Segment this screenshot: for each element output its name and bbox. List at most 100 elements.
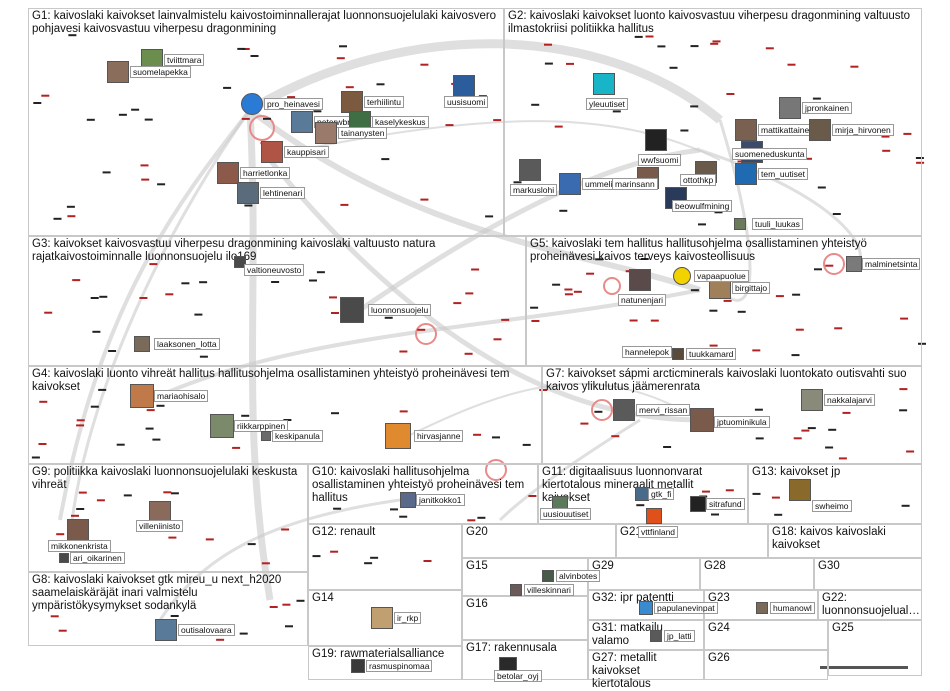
node-label: humanowl xyxy=(770,602,815,614)
edge-tick xyxy=(698,223,706,226)
group-box-g14[interactable]: G14 xyxy=(308,590,462,646)
edge-tick xyxy=(771,496,780,499)
node-label: tuukkamard xyxy=(686,348,737,360)
group-box-g10[interactable]: G10: kaivoslaki hallitusohjelma osallist… xyxy=(308,464,538,524)
edge-tick xyxy=(501,318,510,321)
avatar xyxy=(801,389,823,411)
group-box-g8[interactable]: G8: kaivoslaki kaivokset gtk mireu_u nex… xyxy=(28,572,308,646)
group-box-g5[interactable]: G5: kaivoslaki tem hallitus hallitusohje… xyxy=(526,236,922,366)
edge-tick xyxy=(339,45,347,48)
edge-tick xyxy=(53,217,62,220)
edge-tick xyxy=(216,638,225,641)
group-box-g26[interactable]: G26 xyxy=(704,650,828,680)
edge-tick xyxy=(345,86,354,89)
edge-tick xyxy=(399,350,408,353)
group-box-g19[interactable]: G19: rawmaterialsalliance xyxy=(308,646,462,680)
edge-tick xyxy=(250,55,259,57)
group-box-g22[interactable]: G22: luonnonsuojelual… xyxy=(818,590,922,620)
node-label: kaselykeskus xyxy=(372,116,429,128)
edge-tick xyxy=(376,83,385,86)
edge-tick xyxy=(170,492,179,495)
edge-tick xyxy=(573,290,582,293)
edge-tick xyxy=(390,508,398,511)
group-box-g21[interactable]: G21 xyxy=(616,524,768,558)
group-box-g2[interactable]: G2: kaivoslaki kaivokset luonto kaivosva… xyxy=(504,8,922,236)
group-box-g12[interactable]: G12: renault xyxy=(308,524,462,590)
edge-arc xyxy=(718,119,752,302)
group-box-g13[interactable]: G13: kaivokset jp xyxy=(748,464,922,524)
node-label: villeniinisto xyxy=(136,520,184,532)
edge-tick xyxy=(900,317,909,320)
edge-ring xyxy=(249,115,275,141)
node-label: vapaapuolue xyxy=(694,270,749,282)
group-box-g24[interactable]: G24 xyxy=(704,620,828,650)
edge-tick xyxy=(281,528,290,531)
edge-tick xyxy=(795,328,804,331)
edge-tick xyxy=(98,388,107,391)
group-label: G14 xyxy=(312,592,334,604)
group-box-g20[interactable]: G20 xyxy=(462,524,616,558)
node-label: luonnonsuojelu xyxy=(368,304,432,316)
group-box-g3[interactable]: G3: kaivokset kaivosvastuu viherpesu dra… xyxy=(28,236,526,366)
group-box-g18[interactable]: G18: kaivos kaivoslaki kaivokset xyxy=(768,524,922,558)
avatar xyxy=(453,75,475,97)
edge-tick xyxy=(464,352,473,355)
group-label: G22: luonnonsuojelual… xyxy=(822,592,920,617)
group-box-g4[interactable]: G4: kaivoslaki luonto vihreät hallitus h… xyxy=(28,366,542,464)
edge-tick xyxy=(199,281,208,284)
avatar xyxy=(846,256,862,272)
edge-tick xyxy=(239,632,248,635)
edge-tick xyxy=(690,289,699,292)
group-label: G2: kaivoslaki kaivokset luonto kaivosva… xyxy=(508,10,911,35)
node-label: malminetsinta xyxy=(862,258,921,270)
edge-tick xyxy=(223,86,232,89)
edge-tick xyxy=(807,427,816,430)
edge-tick xyxy=(725,489,734,492)
avatar xyxy=(639,601,653,615)
edge-ring xyxy=(603,277,621,295)
group-box-g1[interactable]: G1: kaivoslaki kaivokset lainvalmistelu … xyxy=(28,8,504,236)
group-label: G25 xyxy=(832,622,854,634)
group-box-g31[interactable]: G31: matkailu valamo xyxy=(588,620,704,650)
edge-tick xyxy=(165,293,174,296)
group-label: G5: kaivoslaki tem hallitus hallitusohje… xyxy=(530,238,867,263)
edge-tick xyxy=(544,62,553,65)
node-label: natunenjari xyxy=(618,294,667,306)
node-label: mirja_hirvonen xyxy=(832,124,894,136)
group-label: G7: kaivokset sápmi arcticminerals kaivo… xyxy=(546,368,907,393)
group-label: G21 xyxy=(620,526,642,538)
node-label: laaksonen_lotta xyxy=(154,338,220,350)
group-label: G12: renault xyxy=(312,526,376,538)
group-box-g28[interactable]: G28 xyxy=(700,558,814,590)
group-box-g9[interactable]: G9: politiikka kaivoslaki luonnonsuojelu… xyxy=(28,464,308,572)
group-label: G17: rakennusala xyxy=(466,642,557,654)
edge-tick xyxy=(663,446,672,448)
edge-tick xyxy=(241,117,250,120)
group-box-g25[interactable]: G25 xyxy=(828,620,922,676)
group-label: G27: metallit kaivokset kiertotalous xyxy=(592,652,657,690)
group-label: G29 xyxy=(592,560,614,572)
edge-tick xyxy=(445,124,454,127)
group-box-g29[interactable]: G29 xyxy=(588,558,700,590)
edge-tick xyxy=(205,538,214,541)
group-box-g7[interactable]: G7: kaivokset sápmi arcticminerals kaivo… xyxy=(542,366,922,464)
edge-tick xyxy=(528,495,537,497)
node-label: kauppisari xyxy=(284,146,329,158)
edge-tick xyxy=(33,102,42,104)
avatar xyxy=(234,256,246,268)
group-box-g30[interactable]: G30 xyxy=(814,558,922,590)
edge-tick xyxy=(140,164,149,167)
edge-tick xyxy=(714,211,723,214)
edge-tick xyxy=(901,504,910,507)
edge-tick xyxy=(336,57,345,60)
group-box-g27[interactable]: G27: metallit kaivokset kiertotalous xyxy=(588,650,704,690)
group-box-g16[interactable]: G16 xyxy=(462,596,588,640)
edge-tick xyxy=(554,125,563,128)
edge-tick xyxy=(364,562,373,565)
edge-ring xyxy=(823,253,845,275)
avatar xyxy=(672,348,684,360)
node-label: lehtinenari xyxy=(260,187,306,199)
group-label: G3: kaivokset kaivosvastuu viherpesu dra… xyxy=(32,238,436,263)
edge-tick xyxy=(296,599,305,602)
